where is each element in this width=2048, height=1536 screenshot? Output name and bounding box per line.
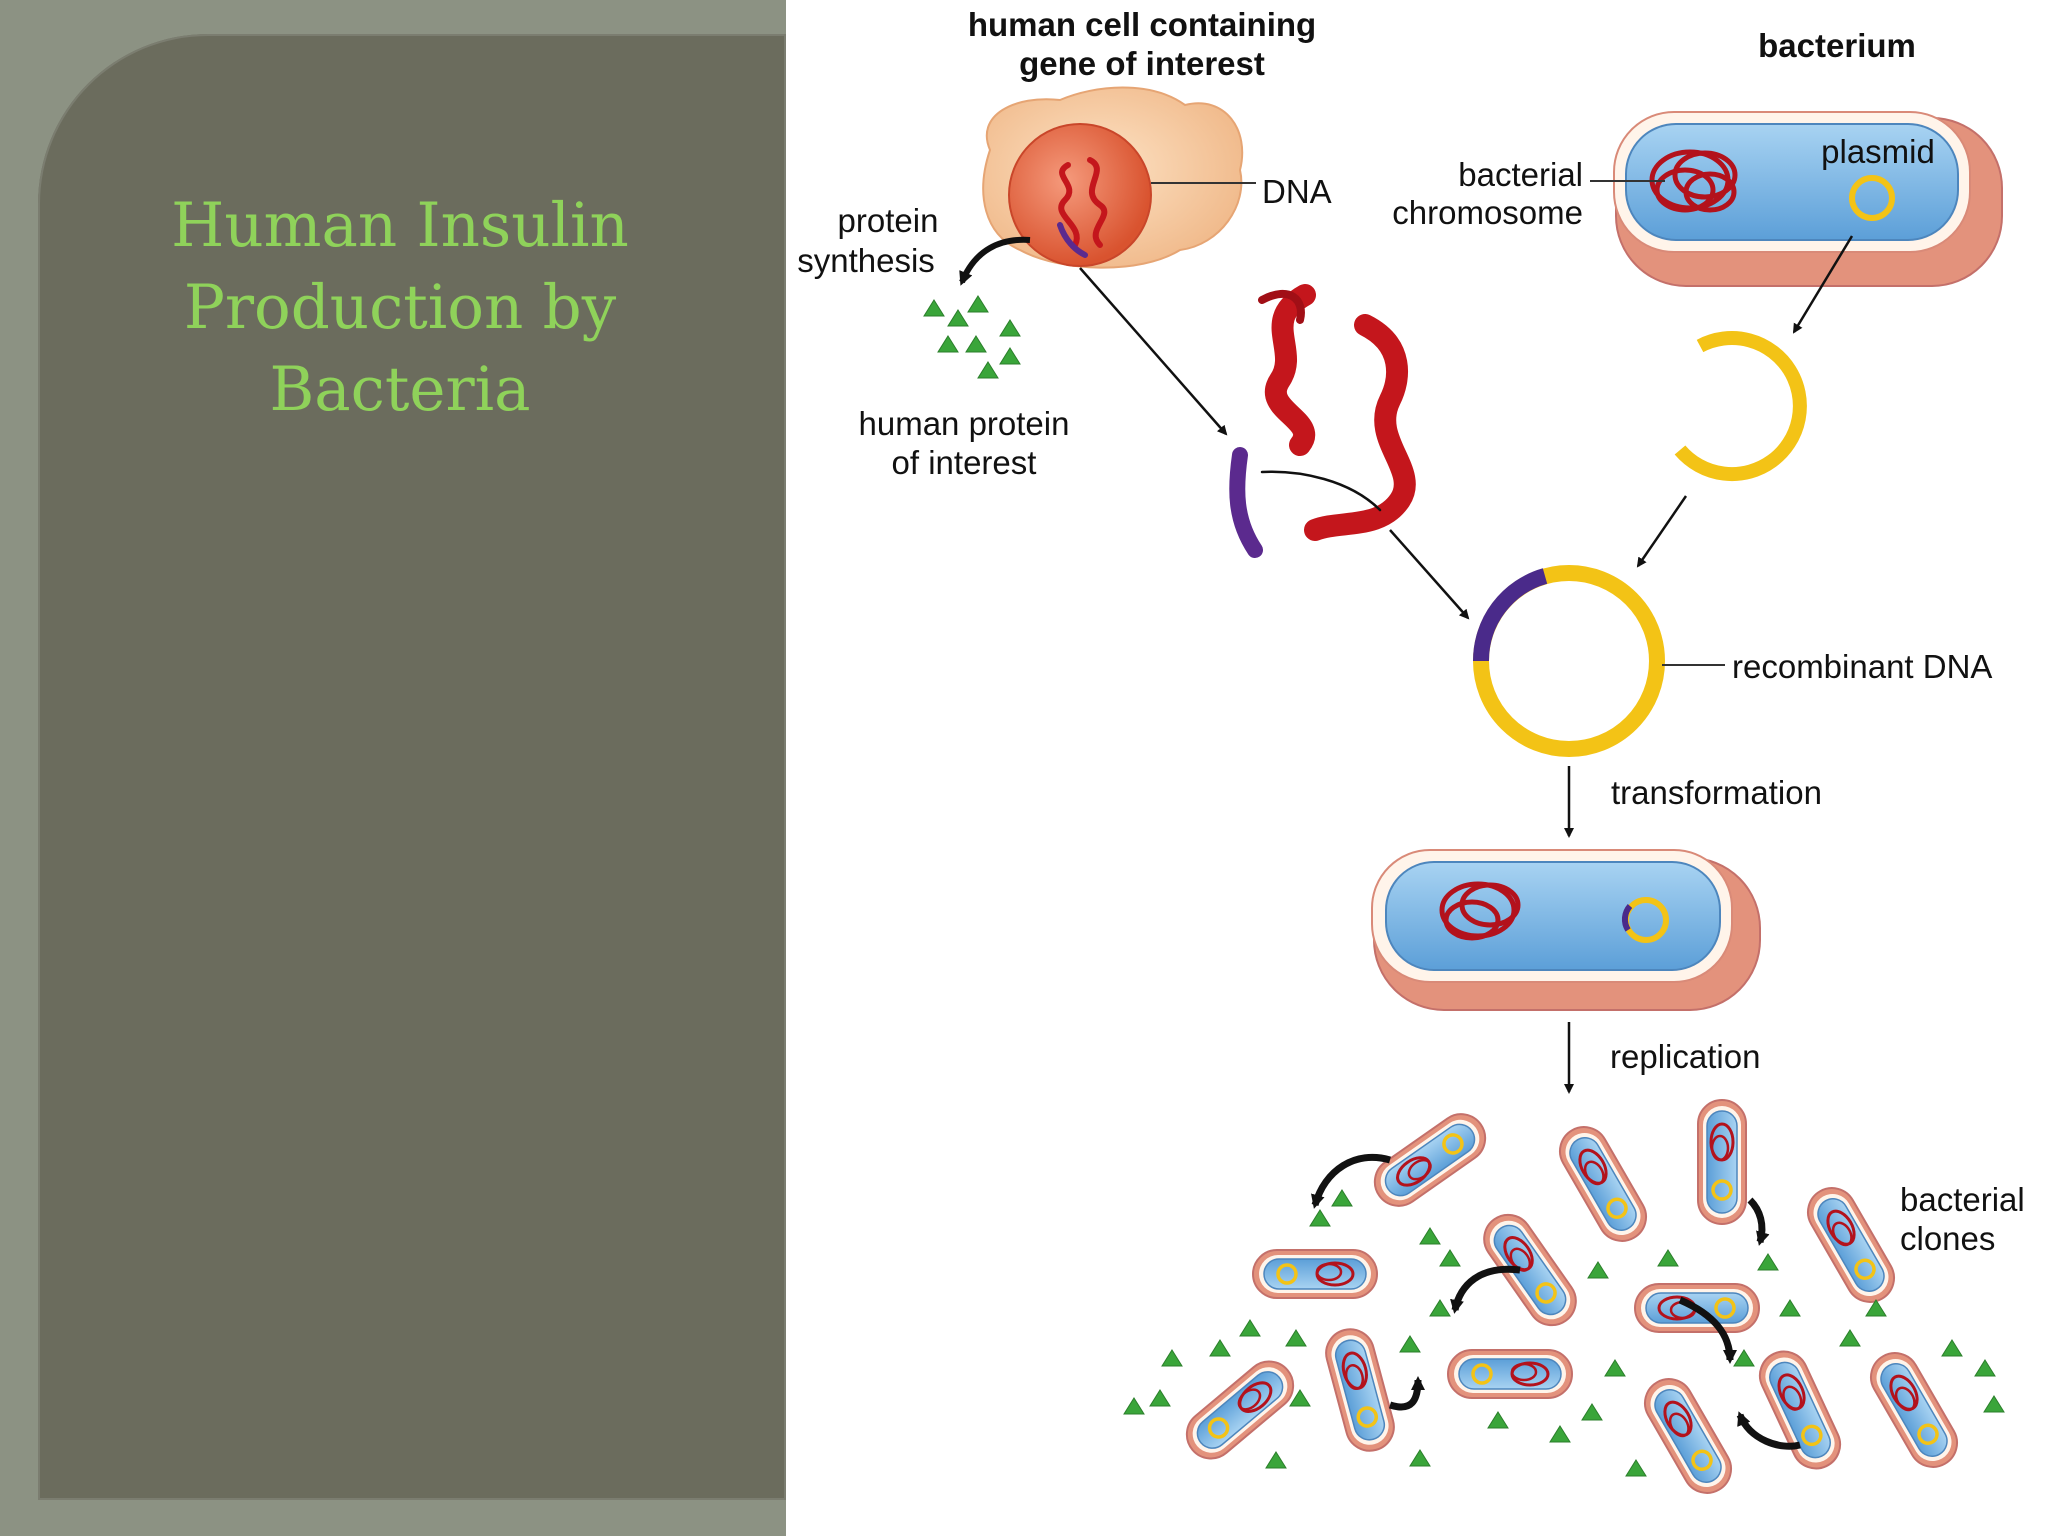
replication-label: replication — [1610, 1038, 1760, 1075]
protein-synthesis-arrow — [959, 236, 1031, 286]
plasmid-label: plasmid — [1821, 133, 1935, 170]
nucleus — [1008, 123, 1152, 267]
slide-title-line-2: Production by — [183, 272, 617, 343]
transformed-bacterium — [1371, 849, 1761, 1011]
clone-protein-triangles — [1123, 1189, 2005, 1477]
bacterial-clones-label-line-2: clones — [1900, 1220, 1995, 1257]
slide-left-panel: Human Insulin Production by Bacteria — [0, 0, 786, 1536]
bacterium-label: bacterium — [1758, 27, 1916, 64]
human-dna-strand-icon — [1058, 157, 1108, 248]
bacterial-chromosome-label-line-2: chromosome — [1392, 194, 1583, 231]
human-protein-label-line-2: of interest — [892, 444, 1037, 481]
bacterial-clones-label-line-1: bacterial — [1900, 1181, 2025, 1218]
slide-title-line-3: Bacteria — [269, 354, 531, 425]
insulin-production-diagram: human cell containing gene of interest b… — [797, 6, 2025, 1504]
recombinant-dna-icon — [1472, 565, 1665, 757]
human-cell-label-line-1: human cell containing — [968, 6, 1316, 43]
clone-secretion-arrows — [1311, 1153, 1801, 1450]
bacterial-chromosome-label-line-1: bacterial — [1458, 156, 1583, 193]
transformation-label: transformation — [1611, 774, 1822, 811]
arrow-gene-to-recombinant — [1389, 529, 1470, 620]
slide-title: Human Insulin Production by Bacteria — [70, 185, 730, 431]
protein-synthesis-label-line-1: protein — [838, 202, 939, 239]
arrow-plasmid-to-recombinant — [1636, 495, 1688, 568]
bacterium-top — [1613, 111, 2003, 287]
recombinant-dna-label: recombinant DNA — [1732, 648, 1992, 685]
protein-synthesis-label-line-2: synthesis — [797, 242, 935, 279]
human-protein-label-line-1: human protein — [859, 405, 1070, 442]
open-plasmid-icon — [1674, 331, 1807, 482]
slide-left-inner-panel — [38, 34, 786, 1500]
human-cell-label-line-2: gene of interest — [1019, 45, 1265, 82]
slide-title-line-1: Human Insulin — [171, 190, 629, 261]
dna-label: DNA — [1262, 173, 1332, 210]
arrow-to-open-plasmid — [1792, 235, 1854, 334]
bacterial-clones — [1175, 1098, 1968, 1504]
human-protein-triangles — [923, 295, 1021, 379]
plasmid-icon — [1849, 175, 1895, 221]
arrow-to-gene — [1079, 267, 1228, 436]
human-cell — [982, 86, 1244, 269]
cut-dna-ribbon-icon — [1229, 284, 1416, 558]
